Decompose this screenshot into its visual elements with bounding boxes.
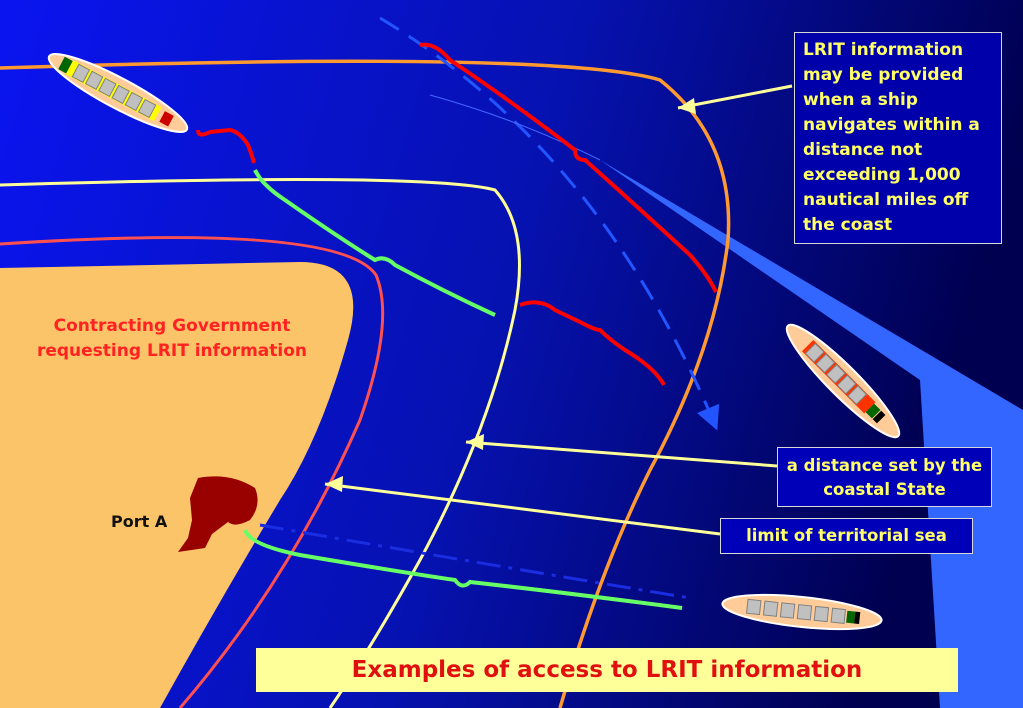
- port-a-shape: [178, 476, 258, 552]
- ship-icon: [785, 323, 901, 439]
- diagram-title-banner: Examples of access to LRIT information: [256, 648, 958, 692]
- land-area: [0, 262, 354, 708]
- callout-pointer-coastal: [465, 440, 778, 468]
- bracket-red-1: [196, 127, 256, 164]
- bracket-red-3: [519, 300, 666, 387]
- bracket-green-2: [243, 529, 683, 610]
- callout-pointer-lrit-head: [678, 98, 696, 114]
- ship-route-lower: [259, 523, 691, 600]
- bracket-red-2: [419, 42, 718, 293]
- lrit-range-callout: LRIT information may be provided when a …: [794, 32, 1002, 244]
- ship-route-upper: [379, 16, 720, 431]
- contracting-government-label: Contracting Government requesting LRIT i…: [36, 316, 308, 361]
- coastal-distance-callout: a distance set by the coastal State: [777, 447, 992, 507]
- callout-pointer-coastal-head: [466, 434, 484, 450]
- ship-icon: [47, 53, 189, 133]
- bracket-green-1: [253, 169, 496, 317]
- high-seas-edge-line: [429, 94, 601, 161]
- high-seas-area: [600, 160, 1023, 708]
- territorial-sea-limit-line: [0, 236, 385, 708]
- territorial-sea-callout: limit of territorial sea: [720, 518, 973, 554]
- coastal-state-limit-line: [0, 178, 521, 708]
- lrit-1000nm-limit-line: [0, 59, 731, 708]
- callout-pointer-territorial: [324, 482, 721, 536]
- callout-pointer-territorial-head: [325, 476, 343, 492]
- callout-pointer-lrit: [677, 84, 793, 110]
- port-a-label: Port A: [111, 512, 168, 531]
- ship-icon: [721, 593, 883, 631]
